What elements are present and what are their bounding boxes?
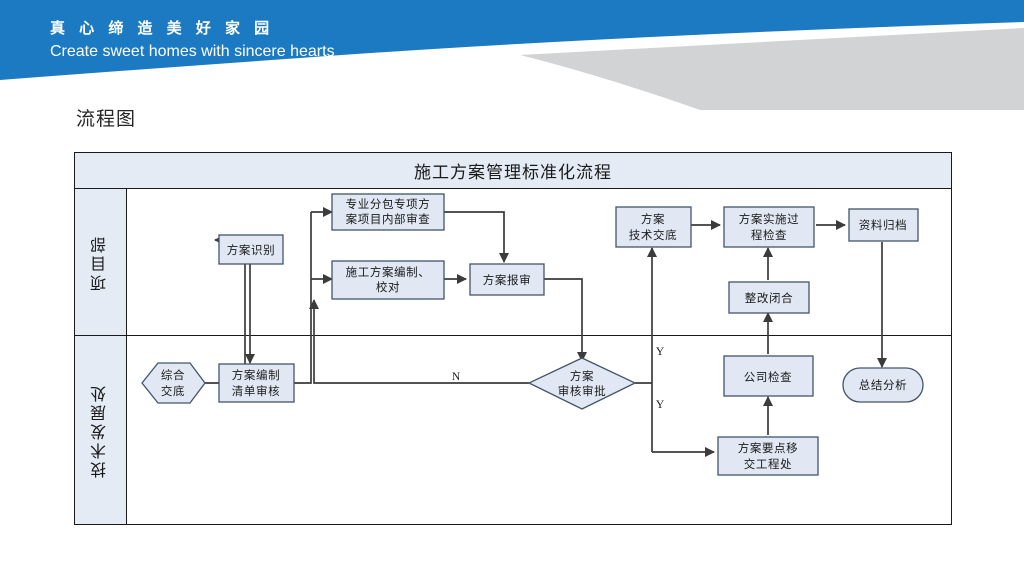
header-blue-band xyxy=(0,0,1024,80)
header-gray-wedge xyxy=(520,28,1024,110)
header-banner xyxy=(0,0,1024,110)
slogan-english: Create sweet homes with sincere hearts xyxy=(50,43,335,60)
lane-label-project-dept: 项目部 xyxy=(75,189,127,335)
flowchart-frame: 施工方案管理标准化流程 项目部 技术发展处 xyxy=(74,152,952,525)
header-slogan-block: 真 心 缔 造 美 好 家 园 Create sweet homes with … xyxy=(50,18,335,63)
lane-label-tech-dev-office-text: 技术发展处 xyxy=(91,382,109,478)
lane-label-tech-dev-office: 技术发展处 xyxy=(75,335,127,524)
lane-divider xyxy=(127,335,951,336)
flowchart-title: 施工方案管理标准化流程 xyxy=(414,163,612,182)
page-title: 流程图 xyxy=(76,109,137,130)
lane-label-project-dept-text: 项目部 xyxy=(91,233,109,291)
slogan-chinese: 真 心 缔 造 美 好 家 园 xyxy=(50,20,275,37)
flowchart-title-band: 施工方案管理标准化流程 xyxy=(75,153,951,189)
